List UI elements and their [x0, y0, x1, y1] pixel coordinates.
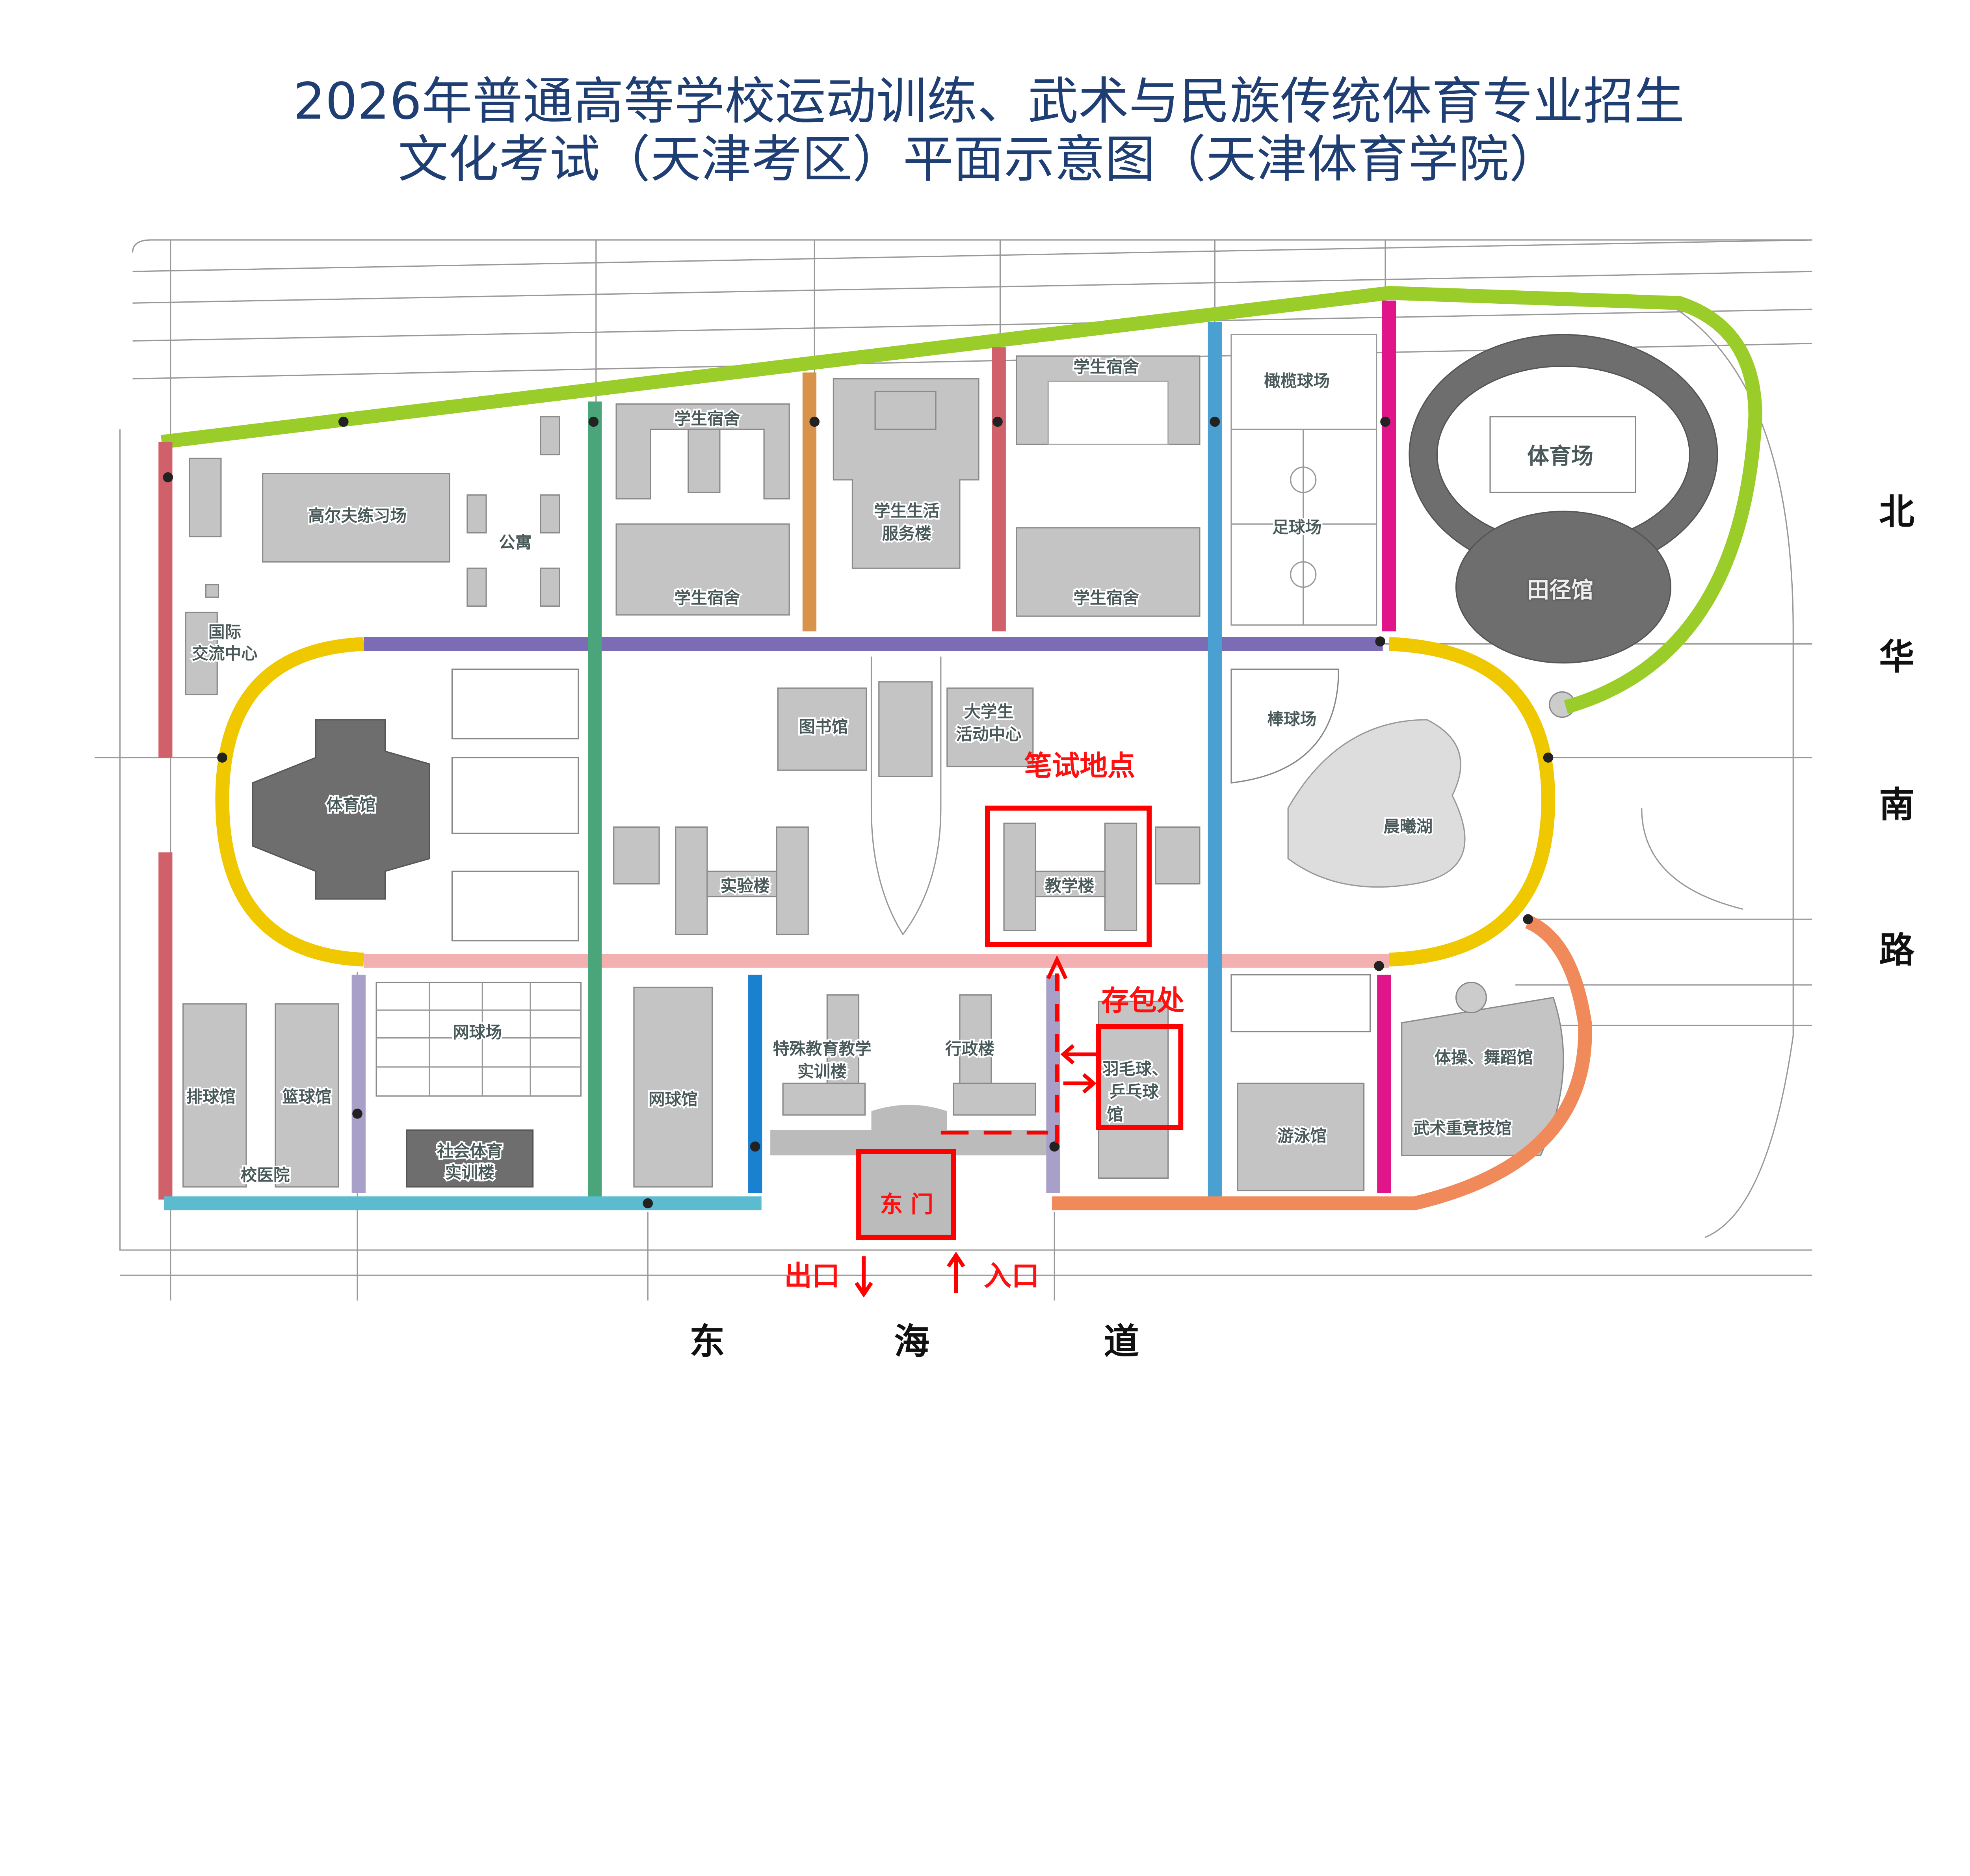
label-apartment: 公寓: [499, 533, 532, 552]
label-intl-center-1: 国际: [208, 622, 241, 642]
street-grid: [95, 239, 1812, 1301]
street-east-char-1: 北: [1879, 492, 1914, 533]
label-volleyball: 排球馆: [186, 1087, 236, 1106]
buildings-layer: [182, 334, 1718, 1192]
label-special-ed-2: 实训楼: [797, 1062, 847, 1081]
label-student-service-1: 学生生活: [874, 501, 940, 520]
label-activity-center-2: 活动中心: [956, 724, 1022, 744]
label-gymnastics: 体操、舞蹈馆: [1435, 1048, 1533, 1067]
label-dorm-b-bottom: 学生宿舍: [1073, 588, 1139, 607]
label-golf: 高尔夫练习场: [308, 506, 407, 526]
label-intl-center-2: 交流中心: [192, 644, 258, 663]
bag-storage-box: [1096, 1024, 1184, 1130]
label-teaching: 教学楼: [1045, 876, 1094, 895]
label-track-hall: 田径馆: [1527, 577, 1593, 603]
label-football: 足球场: [1272, 518, 1321, 537]
map-title-line1: 2026年普通高等学校运动训练、武术与民族传统体育专业招生: [293, 72, 1684, 131]
arrow-left-icon: [1060, 1044, 1097, 1065]
street-south-char-1: 东: [690, 1321, 725, 1362]
entrance-arrow-up-icon: [947, 1252, 965, 1293]
label-dorm-a-bottom: 学生宿舍: [675, 588, 740, 607]
map-title-line2: 文化考试（天津考区）平面示意图（天津体育学院）: [398, 130, 1559, 189]
exit-label: 出口: [784, 1260, 840, 1292]
roads-layer: [158, 286, 1762, 1211]
bag-storage-label: 存包处: [1101, 984, 1185, 1017]
label-clinic: 校医院: [241, 1165, 290, 1185]
label-student-service-2: 服务楼: [882, 524, 931, 543]
campus-map: 2026年普通高等学校运动训练、武术与民族传统体育专业招生 文化考试（天津考区）…: [95, 72, 1914, 1362]
street-labels: 北 华 南 路 东 海 道: [690, 492, 1914, 1362]
label-basketball: 篮球馆: [282, 1087, 331, 1106]
exit-arrow-down-icon: [855, 1256, 873, 1298]
east-gate-box: [856, 1149, 956, 1240]
label-baseball: 棒球场: [1267, 710, 1316, 729]
label-gym: 体育馆: [327, 795, 376, 815]
exam-site-box: [985, 805, 1152, 947]
route-arrow-up-icon: [1046, 955, 1068, 980]
exam-site-label: 笔试地点: [1024, 750, 1135, 782]
route-annotations: 笔试地点 存包处 东 门 出口 入口: [784, 750, 1185, 1298]
street-south-char-3: 道: [1104, 1321, 1139, 1362]
label-badminton-2: 乒乓球: [1110, 1082, 1159, 1101]
street-east-char-2: 华: [1879, 637, 1914, 678]
label-wushu: 武术重竞技馆: [1413, 1118, 1512, 1138]
label-badminton-3: 馆: [1107, 1105, 1123, 1124]
label-dorm-b-top: 学生宿舍: [1073, 357, 1139, 377]
label-tennis-hall: 网球馆: [649, 1089, 698, 1109]
label-social-sports-1: 社会体育: [437, 1141, 503, 1161]
label-special-ed-1: 特殊教育教学: [773, 1039, 872, 1058]
street-south-char-2: 海: [894, 1321, 929, 1362]
arrow-right-icon: [1063, 1073, 1097, 1094]
east-gate-label: 东 门: [880, 1191, 933, 1218]
street-east-char-3: 南: [1879, 785, 1914, 826]
label-lab: 实验楼: [721, 876, 770, 895]
label-admin: 行政楼: [945, 1039, 994, 1058]
map-container: 2026年普通高等学校运动训练、武术与民族传统体育专业招生 文化考试（天津考区）…: [95, 72, 1914, 1362]
label-tennis-courts: 网球场: [453, 1023, 502, 1042]
label-library: 图书馆: [799, 717, 848, 736]
label-stadium: 体育场: [1527, 444, 1593, 470]
label-lake: 晨曦湖: [1383, 817, 1433, 836]
label-activity-center-1: 大学生: [964, 702, 1013, 721]
label-social-sports-2: 实训楼: [445, 1163, 494, 1182]
street-east-char-4: 路: [1879, 930, 1914, 971]
entrance-label: 入口: [984, 1260, 1039, 1292]
building-labels: 高尔夫练习场 公寓 国际 交流中心 学生宿舍 学生宿舍 学生生活 服务楼 学生宿…: [185, 356, 1535, 1186]
label-swimming: 游泳馆: [1277, 1126, 1327, 1145]
label-dorm-a-top: 学生宿舍: [675, 409, 740, 428]
label-rugby: 橄榄球场: [1264, 371, 1330, 390]
label-badminton-1: 羽毛球、: [1102, 1059, 1168, 1079]
